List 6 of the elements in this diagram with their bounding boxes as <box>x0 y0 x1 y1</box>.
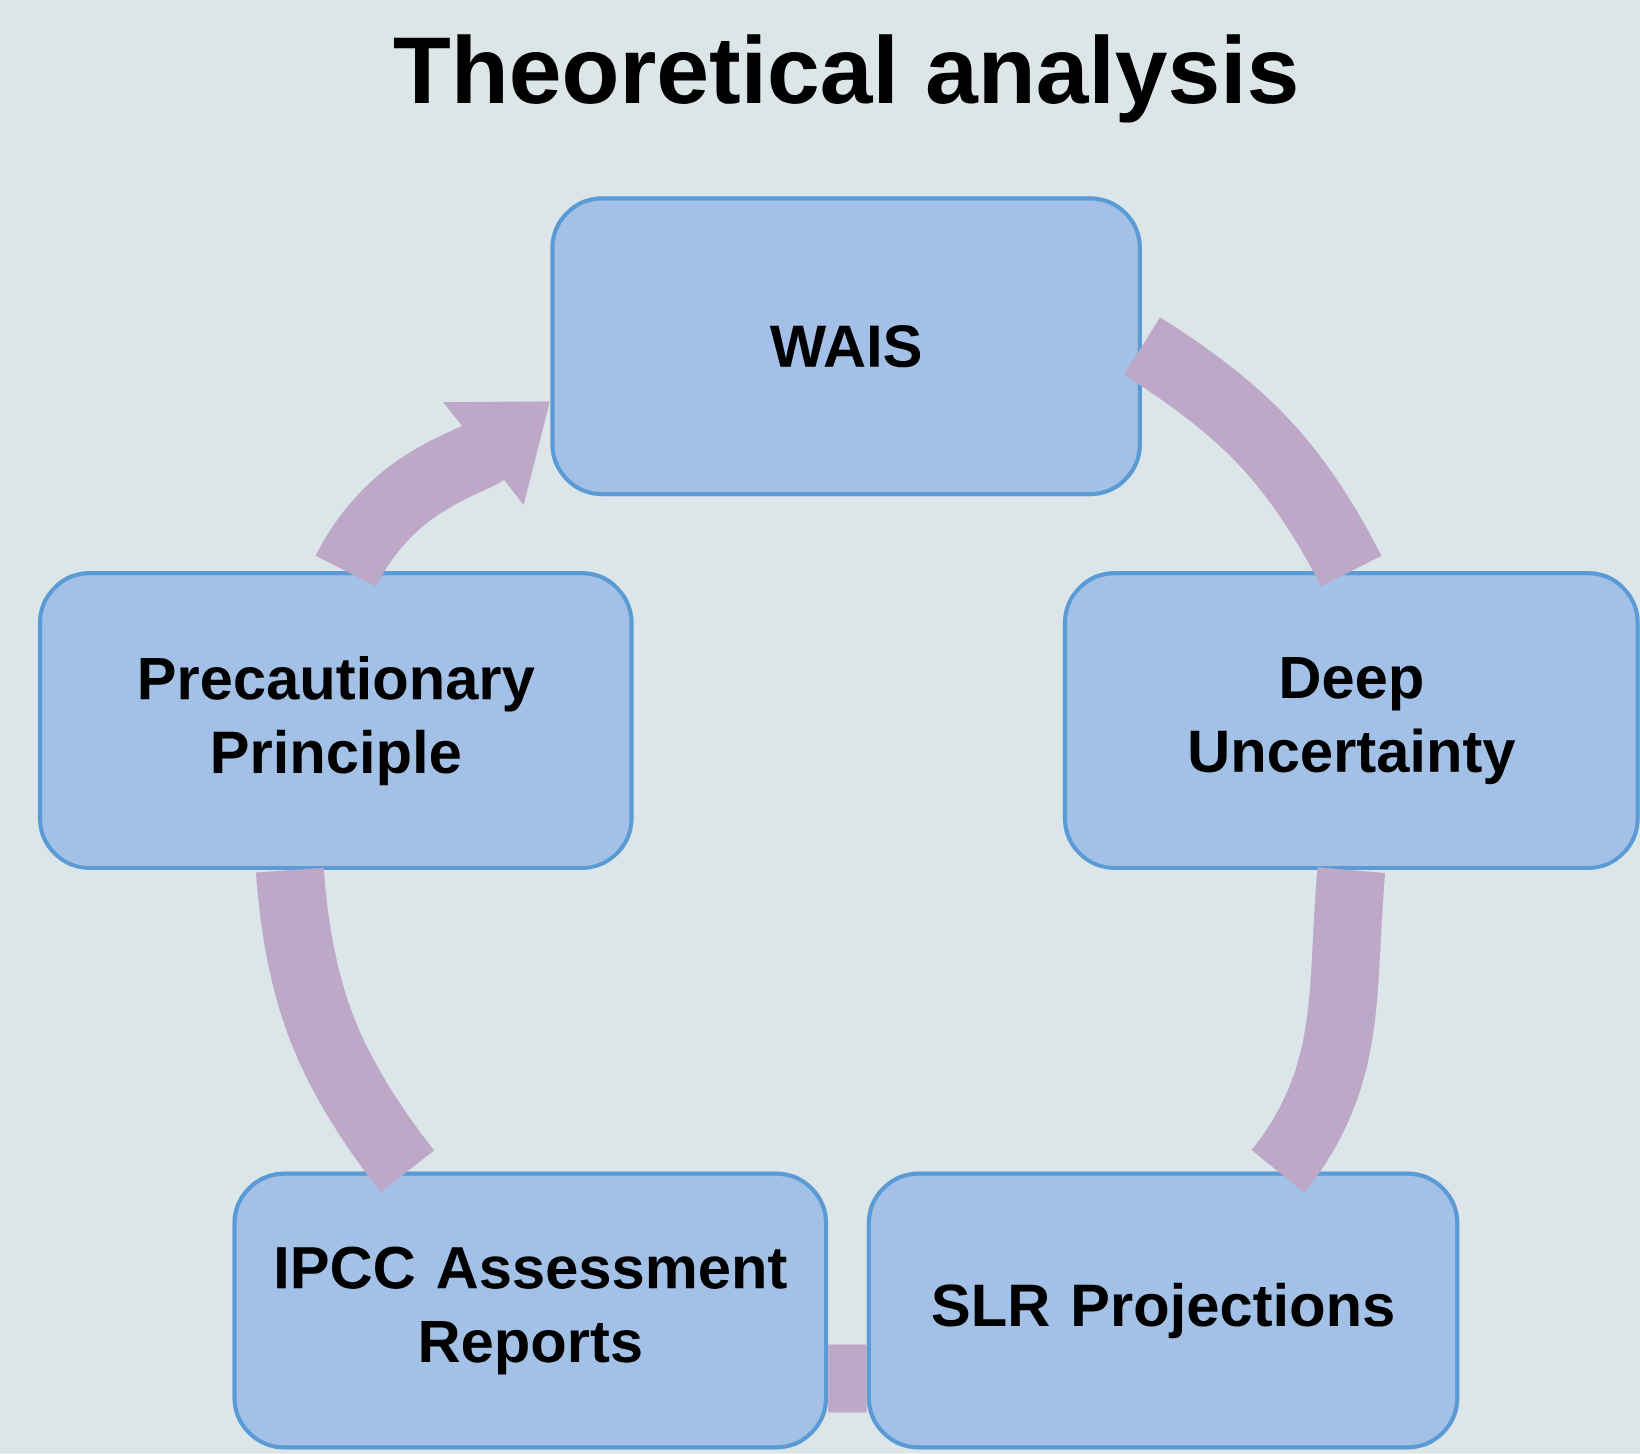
process-box: WAIS <box>550 196 1142 497</box>
process-box: Precautionary Principle <box>37 571 634 871</box>
process-box: SLR Projections <box>866 1171 1460 1450</box>
title: Theoretical analysis <box>393 34 1296 123</box>
process-box: IPCC Assessment Reports <box>232 1171 829 1450</box>
process-box: Deep Uncertainty <box>1062 571 1640 871</box>
